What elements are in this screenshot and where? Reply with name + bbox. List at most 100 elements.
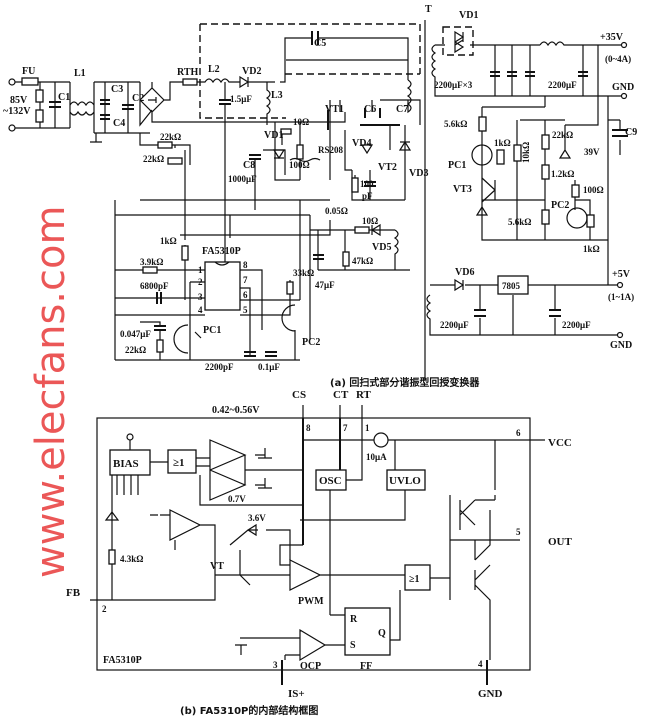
pin-8: 8 bbox=[243, 260, 248, 270]
label-10ohm-b: 10Ω bbox=[362, 216, 378, 226]
label-1000uf: 1000μF bbox=[228, 174, 257, 184]
label-c3: C3 bbox=[111, 84, 123, 95]
label-ic: FA5310P bbox=[202, 246, 241, 257]
label-vd3: VD3 bbox=[409, 168, 428, 179]
label-2200uf-5v-b: 2200μF bbox=[562, 320, 591, 330]
or-gate-1: ≥1 bbox=[173, 457, 185, 469]
label-0-05ohm: 0.05Ω bbox=[325, 206, 348, 216]
pin-rt-label: RT bbox=[356, 389, 372, 401]
label-2200uf-x3: 2200μF×3 bbox=[434, 80, 473, 90]
label-c7: C7 bbox=[396, 104, 408, 115]
pin-7: 7 bbox=[243, 275, 248, 285]
label-2200uf-5v-a: 2200μF bbox=[440, 320, 469, 330]
label-l2: L2 bbox=[208, 64, 220, 75]
pin-cs-label: CS bbox=[292, 389, 306, 401]
pin-2: 2 bbox=[198, 277, 203, 287]
pin-6-label: 6 bbox=[516, 428, 521, 438]
label-1-2k: 1.2kΩ bbox=[551, 169, 574, 179]
part-b-labels: CS CT RT 0.42~0.56V 8 7 1 6 VCC 5 OUT FB… bbox=[66, 389, 573, 717]
label-vd6: VD6 bbox=[455, 267, 474, 278]
label-c4: C4 bbox=[113, 118, 125, 129]
label-22k-b: 22kΩ bbox=[143, 154, 164, 164]
pin-3-label: 3 bbox=[273, 660, 278, 670]
input-voltage-1: 85V bbox=[10, 95, 28, 106]
pin-ct-label: CT bbox=[333, 389, 349, 401]
label-47k: 47kΩ bbox=[352, 256, 373, 266]
watermark: www.elecfans.com bbox=[28, 206, 74, 578]
label-2200pf: 2200pF bbox=[205, 362, 234, 372]
label-39v: 39V bbox=[584, 147, 600, 157]
label-vt2: VT2 bbox=[378, 162, 397, 173]
label-rth: RTH bbox=[177, 67, 199, 78]
pin-5-label: 5 bbox=[516, 527, 521, 537]
label-100ohm-fb: 100Ω bbox=[583, 185, 604, 195]
label-pc1-bottom: PC1 bbox=[203, 325, 221, 336]
ff-r-label: R bbox=[350, 614, 358, 625]
label-vd1-top: VD1 bbox=[459, 10, 478, 21]
ff-q-label: Q bbox=[378, 628, 386, 639]
output-35v: +35V bbox=[600, 32, 624, 43]
label-47uf: 47μF bbox=[315, 280, 335, 290]
caption-a: (a) 回扫式部分谐振型回授变换器 bbox=[330, 376, 480, 389]
pin-4: 4 bbox=[198, 305, 203, 315]
label-t: T bbox=[425, 4, 432, 15]
label-1-5uf: 1.5μF bbox=[230, 94, 252, 104]
label-10k: 10kΩ bbox=[521, 142, 531, 163]
label-22k-c: 22kΩ bbox=[125, 345, 146, 355]
label-c1: C1 bbox=[58, 92, 70, 103]
label-6800pf: 6800pF bbox=[140, 281, 169, 291]
pin-out-label: OUT bbox=[548, 536, 573, 548]
input-voltage-2: ~132V bbox=[3, 106, 31, 117]
pin-5: 5 bbox=[243, 305, 248, 315]
part-a-labels: FU 85V ~132V C1 L1 C3 C4 C2 RTH L2 VD2 1… bbox=[3, 4, 637, 389]
pin-3: 3 bbox=[198, 292, 203, 302]
pin-8-label: 8 bbox=[306, 423, 311, 433]
label-c6: C6 bbox=[364, 104, 376, 115]
ic-fa5310p bbox=[204, 261, 241, 311]
label-l1: L1 bbox=[74, 68, 86, 79]
pin-fb-label: FB bbox=[66, 587, 81, 599]
output-35v-current: (0~4A) bbox=[605, 54, 631, 64]
v36-label: 3.6V bbox=[248, 513, 266, 523]
label-0-047uf: 0.047μF bbox=[120, 329, 151, 339]
caption-b: (b) FA5310P的内部结构框图 bbox=[180, 704, 318, 717]
label-0-1uf: 0.1μF bbox=[258, 362, 280, 372]
label-vt3: VT3 bbox=[453, 184, 472, 195]
label-10ohm: 10Ω bbox=[293, 117, 309, 127]
label-vd1: VD1 bbox=[264, 130, 283, 141]
label-vd5: VD5 bbox=[372, 242, 391, 253]
pin-vcc-label: VCC bbox=[548, 437, 572, 449]
label-33k: 33kΩ bbox=[293, 268, 314, 278]
pin-gnd-label: GND bbox=[478, 688, 503, 700]
pwm-comparator-label: PWM bbox=[298, 596, 324, 607]
label-1k: 1kΩ bbox=[160, 236, 177, 246]
ocp-label: OCP bbox=[300, 661, 321, 672]
label-5-6k-b: 5.6kΩ bbox=[508, 217, 531, 227]
ff-label: FF bbox=[360, 661, 372, 672]
or-gate-2: ≥1 bbox=[409, 574, 420, 585]
label-100pf-2: pF bbox=[362, 191, 373, 201]
uvlo-block: UVLO bbox=[389, 475, 421, 487]
label-c8: C8 bbox=[243, 160, 255, 171]
label-c5: C5 bbox=[314, 38, 326, 49]
label-7805: 7805 bbox=[502, 281, 521, 291]
fuse bbox=[21, 77, 39, 86]
label-vd4: VD4 bbox=[352, 138, 371, 149]
bias-block: BIAS bbox=[113, 458, 139, 470]
pin-2-label: 2 bbox=[102, 604, 107, 614]
label-vt1: VT1 bbox=[325, 104, 344, 115]
r43k-label: 4.3kΩ bbox=[120, 554, 143, 564]
output-35v-gnd: GND bbox=[612, 82, 634, 93]
label-100ohm: 100Ω bbox=[289, 160, 310, 170]
fuse-label: FU bbox=[22, 66, 35, 77]
cs-range-label: 0.42~0.56V bbox=[212, 405, 260, 416]
label-22k-fb: 22kΩ bbox=[552, 130, 573, 140]
chip-label: FA5310P bbox=[103, 655, 142, 666]
label-rs208: RS208 bbox=[318, 145, 344, 155]
label-pc1: PC1 bbox=[448, 160, 466, 171]
part-b-wiring bbox=[90, 405, 545, 685]
label-2200uf-out: 2200μF bbox=[548, 80, 577, 90]
pin-6: 6 bbox=[243, 290, 248, 300]
